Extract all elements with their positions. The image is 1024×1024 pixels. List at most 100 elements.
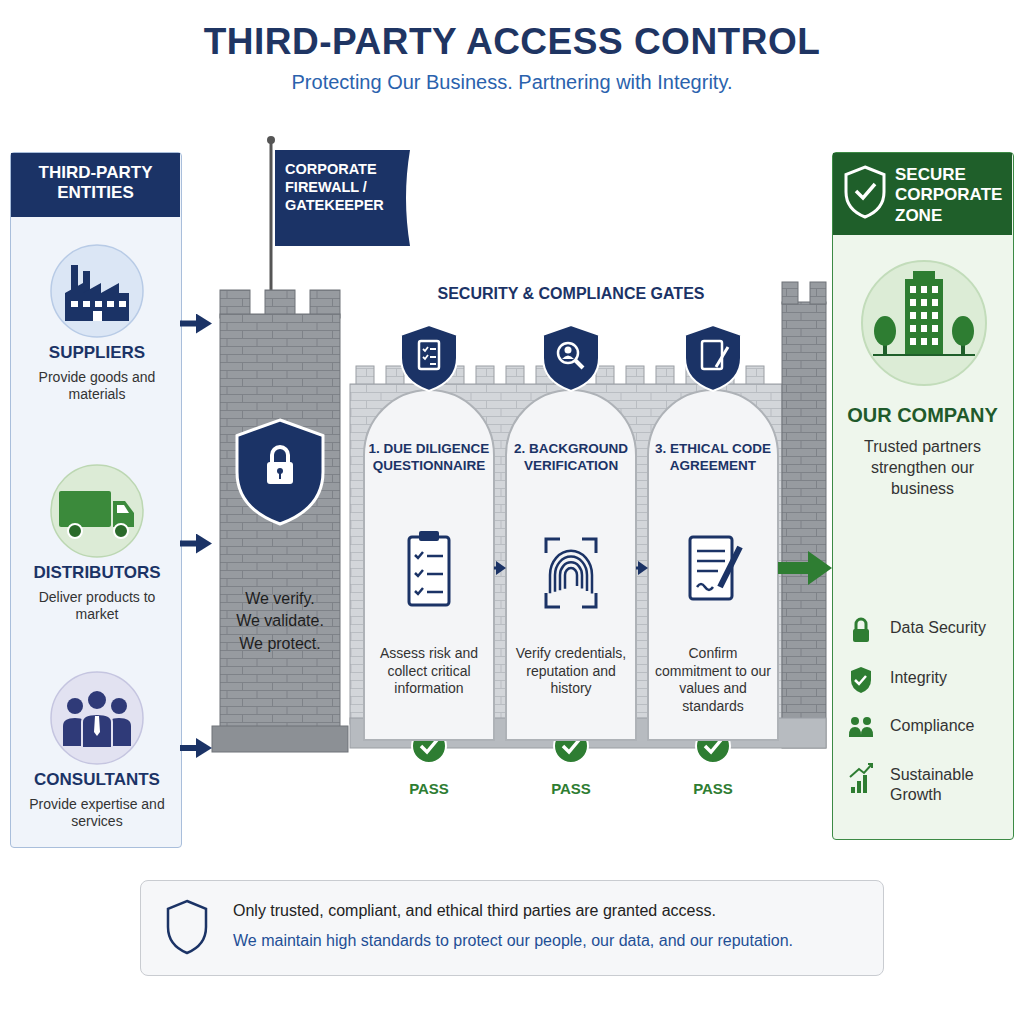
- flag-cloth: [275, 150, 410, 246]
- building-window: [910, 299, 916, 306]
- pass-check-mark: [421, 740, 437, 752]
- pass-label: PASS: [531, 780, 611, 798]
- pass-label: PASS: [389, 780, 469, 798]
- icon-circle: [51, 245, 143, 337]
- text-holder: DISTRIBUTORS: [17, 563, 177, 583]
- building-window: [932, 325, 938, 332]
- growth-bar: [851, 787, 855, 793]
- text-holder: Verify credentials, reputation and histo…: [510, 645, 632, 698]
- text-holder: We verify. We validate. We protect.: [234, 588, 326, 655]
- person-head: [851, 717, 859, 725]
- pass-check-mark: [705, 740, 721, 752]
- text-holder: CORPORATE FIREWALL / GATEKEEPER: [285, 160, 405, 214]
- text-holder: Assess risk and collect critical informa…: [368, 645, 490, 698]
- gate-arch: 3. ETHICAL CODE AGREEMENTConfirm commitm…: [648, 325, 778, 740]
- entity-heading: DISTRIBUTORS: [17, 563, 177, 583]
- secure-zone-panel: SECURE CORPORATE ZONEOUR COMPANYTrusted …: [832, 152, 1014, 840]
- benefit-label: Compliance: [890, 716, 1008, 736]
- gate-arch: [506, 390, 636, 740]
- label-holder: Compliance: [890, 716, 1008, 736]
- panel-heading: THIRD-PARTY ENTITIES: [11, 163, 180, 204]
- gate-wall: SECURITY & COMPLIANCE GATES 1. DUE DILIGE…: [336, 280, 826, 760]
- gate-description: Verify credentials, reputation and histo…: [510, 645, 632, 698]
- tree-crown: [952, 316, 974, 346]
- entity-heading: CONSULTANTS: [17, 770, 177, 790]
- check-row: [415, 552, 443, 558]
- window: [95, 301, 102, 307]
- firewall-tower: We verify. We validate. We protect.: [212, 290, 348, 752]
- truck-icon: [59, 491, 134, 538]
- clipboard-mini: [419, 341, 439, 369]
- zone-header-band: [833, 153, 1012, 235]
- person-body: [861, 727, 873, 737]
- document: [690, 537, 732, 599]
- gate-shield: [543, 325, 599, 391]
- text-holder: SUPPLIERS: [17, 343, 177, 363]
- person-body: [849, 727, 861, 737]
- fingerprint-ridge: [555, 557, 587, 592]
- truck-window: [117, 505, 129, 513]
- pen: [720, 547, 740, 587]
- label-holder: PASS: [389, 780, 469, 798]
- lock-body: [853, 629, 869, 642]
- window: [107, 301, 114, 307]
- head: [67, 698, 83, 714]
- lock-shackle: [272, 447, 288, 464]
- building-window: [932, 299, 938, 306]
- fingerprint-ridge: [560, 562, 582, 590]
- integrity-check: [855, 676, 866, 684]
- pass-label: PASS: [673, 780, 753, 798]
- gate-arch: 2. BACKGROUND VERIFICATION Verify credent…: [506, 325, 636, 740]
- text-holder: Provide expertise and services: [19, 796, 175, 830]
- gate-description: Confirm commitment to our values and sta…: [652, 645, 774, 715]
- flow-arrow: [180, 541, 196, 547]
- text-holder: 1. DUE DILIGENCE QUESTIONNAIRE: [366, 441, 492, 475]
- flow-arrow: [180, 321, 196, 327]
- label-holder: Integrity: [890, 668, 1008, 688]
- tower-motto: We verify. We validate. We protect.: [234, 588, 326, 655]
- entity-description: Provide expertise and services: [19, 796, 175, 830]
- head: [87, 690, 107, 710]
- building-window: [910, 325, 916, 332]
- factory-body: [65, 283, 129, 321]
- lock-shield: [237, 420, 323, 524]
- building-window: [932, 312, 938, 319]
- scan-brackets: [546, 539, 596, 607]
- gate-heading: 2. BACKGROUND VERIFICATION: [508, 441, 634, 475]
- text-holder: Deliver products to market: [19, 589, 175, 623]
- text-holder: SECURE CORPORATE ZONE: [895, 165, 1007, 226]
- factory-icon: [65, 265, 129, 321]
- window: [119, 301, 126, 307]
- gate-arch: [648, 390, 778, 740]
- building-window: [932, 338, 938, 345]
- entity-card: SUPPLIERSProvide goods and materials: [11, 231, 180, 416]
- pole-knob: [267, 136, 275, 144]
- check-lines: [423, 347, 436, 364]
- check-row: [415, 588, 443, 594]
- magnifier-handle: [575, 360, 583, 368]
- text-holder: We maintain high standards to protect ou…: [233, 931, 873, 950]
- entity-description: Deliver products to market: [19, 589, 175, 623]
- building-window: [921, 286, 927, 293]
- pen-mini: [716, 347, 728, 367]
- gate-description: Assess risk and collect critical informa…: [368, 645, 490, 698]
- text-holder: Trusted partners strengthen our business: [847, 437, 998, 499]
- note-box: Only trusted, compliant, and ethical thi…: [140, 880, 884, 976]
- building-window: [921, 312, 927, 319]
- flag-pole: [270, 142, 273, 292]
- growth-bar: [857, 781, 861, 793]
- secure-zone-panel-art: [833, 153, 1015, 841]
- building: [905, 279, 943, 355]
- label-holder: Sustainable Growth: [890, 765, 1008, 805]
- wall-heading: SECURITY & COMPLIANCE GATES: [364, 284, 778, 303]
- people-icon: [63, 690, 131, 748]
- right-tower: [782, 302, 826, 748]
- growth-arrow: [850, 764, 872, 777]
- tie: [94, 716, 100, 736]
- zone-check: [856, 184, 875, 198]
- clipboard: [409, 537, 449, 605]
- title-holder: THIRD-PARTY ACCESS CONTROL: [0, 20, 1024, 64]
- zone-heading: SECURE CORPORATE ZONE: [895, 165, 1007, 226]
- building-window: [910, 312, 916, 319]
- lock-body: [267, 462, 293, 484]
